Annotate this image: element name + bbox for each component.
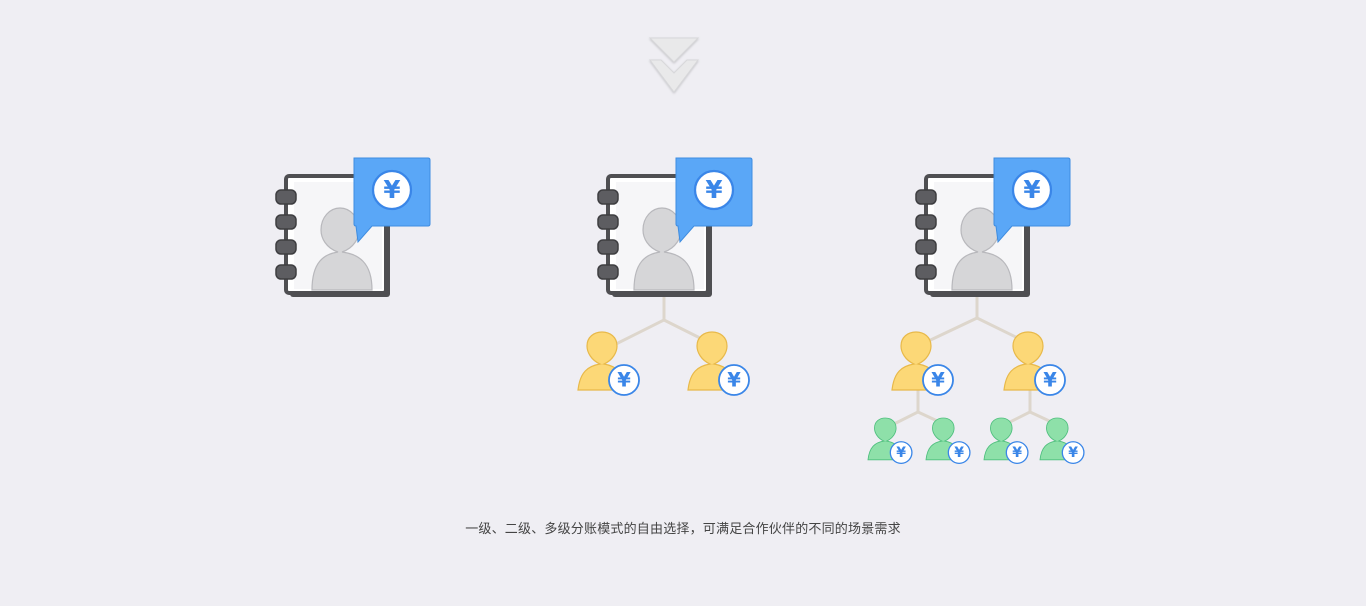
yen-badge-icon: ¥ [947,441,971,465]
yen-badge-icon: ¥ [922,364,954,396]
double-chevron-down-icon[interactable] [645,34,703,98]
svg-text:¥: ¥ [896,445,906,461]
yen-badge-icon: ¥ [1034,364,1066,396]
connector-line [613,296,666,347]
partner-avatar: ¥ [577,331,640,396]
yen-symbol-icon: ¥ [1011,169,1053,211]
svg-text:¥: ¥ [727,368,741,391]
svg-text:¥: ¥ [1043,368,1057,391]
partner-avatar: ¥ [867,417,913,465]
contact-book-icon: ¥ [597,157,753,297]
yen-badge-icon: ¥ [889,441,913,465]
partner-avatar: ¥ [983,417,1029,465]
svg-text:¥: ¥ [705,175,722,204]
partner-avatar: ¥ [891,331,954,396]
svg-text:¥: ¥ [1068,445,1078,461]
yen-bubble-icon: ¥ [675,157,753,244]
yen-symbol-icon: ¥ [371,169,413,211]
partner-avatar: ¥ [925,417,971,465]
partner-avatar: ¥ [1039,417,1085,465]
contact-book-icon: ¥ [275,157,431,297]
yen-badge-icon: ¥ [1005,441,1029,465]
yen-badge-icon: ¥ [718,364,750,396]
contact-book-icon: ¥ [915,157,1071,297]
svg-text:¥: ¥ [617,368,631,391]
yen-bubble-icon: ¥ [353,157,431,244]
two-level-illustration: ¥ ¥ ¥ [577,157,753,396]
yen-badge-icon: ¥ [608,364,640,396]
yen-bubble-icon: ¥ [993,157,1071,244]
svg-text:¥: ¥ [954,445,964,461]
svg-text:¥: ¥ [383,175,400,204]
caption-text: 一级、二级、多级分账模式的自由选择，可满足合作伙伴的不同的场景需求 [465,522,901,537]
svg-text:¥: ¥ [1023,175,1040,204]
single-level-illustration: ¥ [275,157,431,297]
yen-symbol-icon: ¥ [693,169,735,211]
yen-badge-icon: ¥ [1061,441,1085,465]
svg-text:¥: ¥ [1012,445,1022,461]
partner-avatar: ¥ [687,331,750,396]
connector-line [891,390,920,427]
multi-level-illustration: ¥ ¥ ¥ ¥ ¥ ¥ ¥ [867,157,1085,465]
partner-avatar: ¥ [1003,331,1066,396]
svg-text:¥: ¥ [931,368,945,391]
